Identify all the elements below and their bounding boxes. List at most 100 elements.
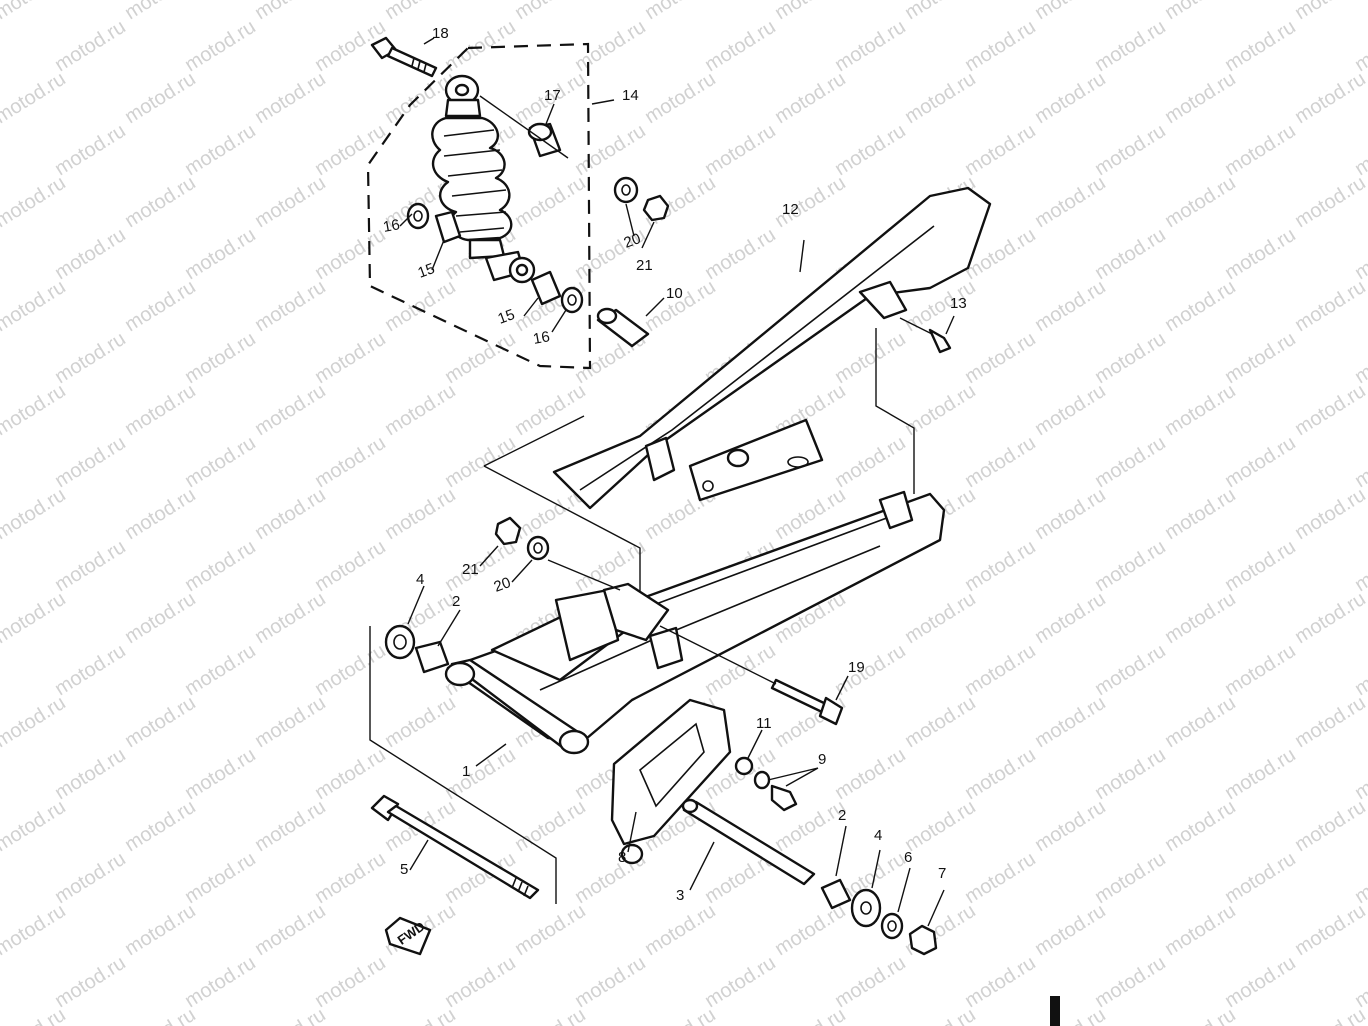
watermark-text: motod.ru <box>51 120 130 180</box>
watermark-text: motod.ru <box>121 276 200 336</box>
shock-lower-bolt <box>770 678 844 726</box>
watermark-text: motod.ru <box>1291 276 1368 336</box>
watermark-text: motod.ru <box>901 692 980 752</box>
watermark-text: motod.ru <box>1351 640 1368 700</box>
watermark-text: motod.ru <box>1091 536 1170 596</box>
watermark-text: motod.ru <box>181 536 260 596</box>
watermark-text: motod.ru <box>251 68 330 128</box>
watermark-text: motod.ru <box>511 1004 590 1026</box>
watermark-text: motod.ru <box>511 796 590 856</box>
callout-leaders <box>399 37 955 927</box>
watermark-text: motod.ru <box>1351 224 1368 284</box>
watermark-text: motod.ru <box>0 68 70 128</box>
callout-c19: 19 <box>848 659 865 676</box>
watermark-text: motod.ru <box>51 640 130 700</box>
watermark-text: motod.ru <box>311 640 390 700</box>
watermark-text: motod.ru <box>641 1004 720 1026</box>
watermark-text: motod.ru <box>1091 952 1170 1012</box>
watermark-text: motod.ru <box>1291 0 1368 24</box>
watermark-text: motod.ru <box>311 744 390 804</box>
watermark-text: motod.ru <box>831 432 910 492</box>
watermark-text: motod.ru <box>831 328 910 388</box>
watermark-text: motod.ru <box>51 328 130 388</box>
watermark-text: motod.ru <box>1031 68 1110 128</box>
watermark-text: motod.ru <box>1091 848 1170 908</box>
watermark-text: motod.ru <box>51 952 130 1012</box>
watermark-text: motod.ru <box>251 484 330 544</box>
watermark-text: motod.ru <box>1161 588 1240 648</box>
callout-c15a: 15 <box>416 260 437 282</box>
watermark-text: motod.ru <box>51 536 130 596</box>
watermark-text: motod.ru <box>1351 848 1368 908</box>
collar-right <box>530 270 562 306</box>
watermark-text: motod.ru <box>961 328 1040 388</box>
callout-c2a: 2 <box>452 593 460 610</box>
watermark-text: motod.ru <box>1221 744 1300 804</box>
upper-bushing <box>527 122 562 158</box>
bushing-right <box>820 878 852 910</box>
watermark-text: motod.ru <box>0 172 70 232</box>
watermark-text: motod.ru <box>1221 536 1300 596</box>
callout-c10: 10 <box>666 285 683 302</box>
watermark-text: motod.ru <box>181 432 260 492</box>
watermark-text: motod.ru <box>1291 172 1368 232</box>
washer-mid <box>526 535 550 561</box>
watermark-text: motod.ru <box>51 432 130 492</box>
watermark-text: motod.ru <box>251 0 330 24</box>
watermark-text: motod.ru <box>1031 276 1110 336</box>
watermark-text: motod.ru <box>0 276 70 336</box>
watermark-text: motod.ru <box>181 848 260 908</box>
watermark-text: motod.ru <box>901 796 980 856</box>
watermark-text: motod.ru <box>901 68 980 128</box>
chain-puller <box>610 698 732 865</box>
callout-c3: 3 <box>676 887 684 904</box>
watermark-text: motod.ru <box>961 848 1040 908</box>
watermark-text: motod.ru <box>1031 0 1110 24</box>
watermark-text: motod.ru <box>121 692 200 752</box>
watermark-text: motod.ru <box>311 848 390 908</box>
watermark-text: motod.ru <box>571 16 650 76</box>
seal-right <box>850 888 882 928</box>
watermark-text: motod.ru <box>641 68 720 128</box>
watermark-text: motod.ru <box>1091 120 1170 180</box>
watermark-text: motod.ru <box>961 16 1040 76</box>
watermark-text: motod.ru <box>311 952 390 1012</box>
washer-right <box>560 286 584 314</box>
watermark-text: motod.ru <box>251 900 330 960</box>
washer-upper <box>613 176 639 204</box>
watermark-text: motod.ru <box>1091 640 1170 700</box>
watermark-text: motod.ru <box>1291 796 1368 856</box>
washer-left <box>406 202 430 230</box>
callout-c21a: 21 <box>636 257 653 274</box>
callout-c21b: 21 <box>462 561 479 578</box>
nut-mid <box>494 516 522 546</box>
watermark-text: motod.ru <box>251 172 330 232</box>
watermark-text: motod.ru <box>381 0 460 24</box>
watermark-text: motod.ru <box>1031 796 1110 856</box>
watermark-text: motod.ru <box>1161 172 1240 232</box>
watermark-text: motod.ru <box>51 224 130 284</box>
washer-11 <box>734 756 754 776</box>
watermark-text: motod.ru <box>381 484 460 544</box>
watermark-text: motod.ru <box>381 1004 460 1026</box>
watermark-text: motod.ru <box>51 744 130 804</box>
watermark-text: motod.ru <box>0 692 70 752</box>
callout-c7: 7 <box>938 865 946 882</box>
callout-c5: 5 <box>400 861 408 878</box>
watermark-text: motod.ru <box>381 692 460 752</box>
watermark-text: motod.ru <box>961 536 1040 596</box>
watermark-text: motod.ru <box>771 900 850 960</box>
shock-upper-bolt <box>370 36 438 78</box>
watermark-text: motod.ru <box>701 120 780 180</box>
watermark-text: motod.ru <box>0 796 70 856</box>
watermark-text: motod.ru <box>51 16 130 76</box>
watermark-text: motod.ru <box>251 588 330 648</box>
watermark-text: motod.ru <box>121 796 200 856</box>
watermark-text: motod.ru <box>251 276 330 336</box>
watermark-text: motod.ru <box>1351 744 1368 804</box>
watermark-text: motod.ru <box>831 16 910 76</box>
watermark-text: motod.ru <box>1031 1004 1110 1026</box>
fwd-arrow: FWD <box>384 916 432 956</box>
watermark-text: motod.ru <box>641 0 720 24</box>
